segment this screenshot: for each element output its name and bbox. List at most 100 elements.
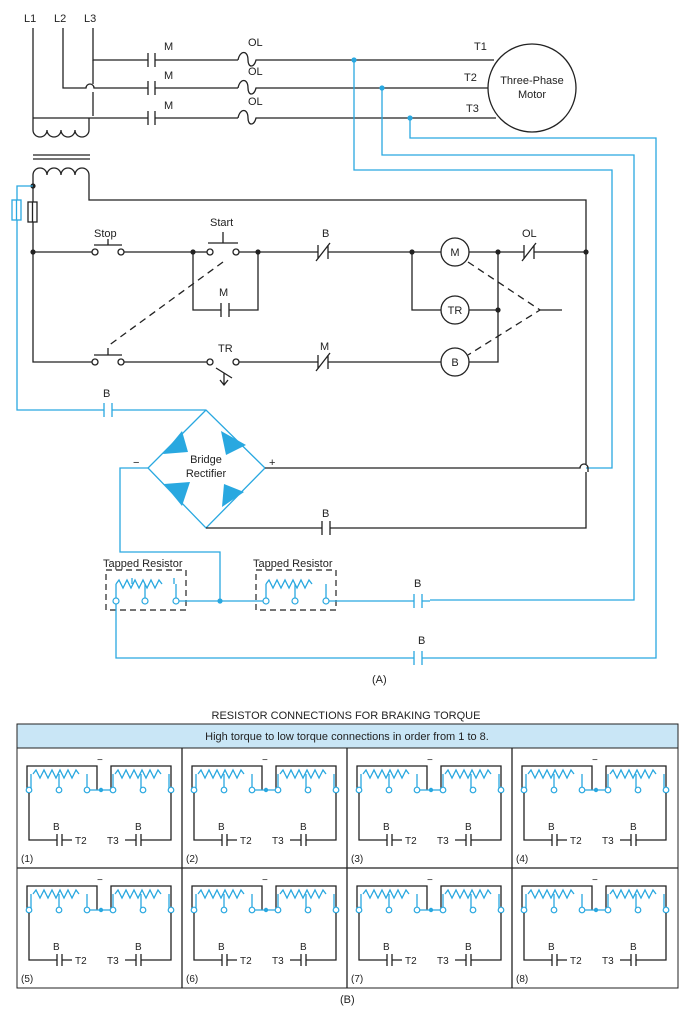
supply-lines — [32, 28, 587, 252]
overloads-power: OL OL OL — [237, 37, 486, 125]
caption-a: (A) — [372, 674, 387, 686]
cell-t2-label: T2 — [240, 956, 252, 967]
cell-minus-label: − — [262, 875, 268, 886]
cell-minus-label: − — [97, 875, 103, 886]
cell-t2-label: T2 — [240, 836, 252, 847]
power-m-label-1: M — [164, 41, 173, 53]
label-l2: L2 — [54, 13, 66, 25]
cell-t3-label: T3 — [602, 956, 614, 967]
cell-b-label: B — [383, 822, 390, 833]
b-contact-t2-label: B — [414, 578, 421, 590]
cell-t3-label: T3 — [602, 836, 614, 847]
cell-b-label: B — [465, 942, 472, 953]
cell-minus-label: − — [262, 755, 268, 766]
dc-wiring: B — [119, 365, 589, 600]
power-ol-label-1: OL — [248, 37, 263, 49]
bridge-label-1: Bridge — [190, 454, 222, 466]
cell-t3-label: T3 — [437, 836, 449, 847]
cell-b-label: B — [53, 822, 60, 833]
tr-branch: TR — [411, 252, 501, 325]
power-m-label-3: M — [164, 100, 173, 112]
motor: Three-Phase Motor T1 T2 T3 — [464, 41, 577, 133]
cell-t2-label: T2 — [75, 836, 87, 847]
panel-subtitle: High torque to low torque connections in… — [205, 731, 489, 743]
cell-b-label: B — [300, 822, 307, 833]
power-ol-label-2: OL — [248, 66, 263, 78]
cell-t2-label: T2 — [75, 956, 87, 967]
coil-tr: TR — [448, 305, 463, 317]
cell-t3-label: T3 — [437, 956, 449, 967]
cell-number: (3) — [351, 854, 363, 865]
cell-minus-label: − — [97, 755, 103, 766]
label-l1: L1 — [24, 13, 36, 25]
cell-t3-label: T3 — [272, 956, 284, 967]
coil-b: B — [451, 357, 458, 369]
seal-in-branch: M — [192, 252, 259, 317]
cell-minus-label: − — [427, 755, 433, 766]
control-fuses — [11, 183, 104, 411]
cell-minus-label: − — [592, 755, 598, 766]
cell-t2-label: T2 — [405, 956, 417, 967]
cell-b-label: B — [135, 822, 142, 833]
b-nc-top-label: B — [322, 228, 329, 240]
stop-label: Stop — [94, 228, 117, 240]
bridge-plus: + — [269, 457, 275, 469]
cell-number: (6) — [186, 974, 198, 985]
resistor-cell: − B T2 B T3 (3) — [351, 755, 505, 865]
tapped-resistor-2-label: Tapped Resistor — [253, 558, 333, 570]
bridge-label-2: Rectifier — [186, 468, 227, 480]
label-l3: L3 — [84, 13, 96, 25]
cell-number: (8) — [516, 974, 528, 985]
cell-b-label: B — [218, 942, 225, 953]
panel-title: RESISTOR CONNECTIONS FOR BRAKING TORQUE — [212, 710, 481, 722]
cell-number: (1) — [21, 854, 33, 865]
power-m-label-2: M — [164, 70, 173, 82]
tr-contact-label: TR — [218, 343, 233, 355]
cell-b-label: B — [53, 942, 60, 953]
start-label: Start — [210, 217, 233, 229]
cell-b-label: B — [465, 822, 472, 833]
power-ol-label-3: OL — [248, 96, 263, 108]
resistor-cell: − B T2 B T3 (6) — [186, 875, 340, 985]
cell-t2-label: T2 — [405, 836, 417, 847]
terminal-t1: T1 — [474, 41, 487, 53]
cell-b-label: B — [548, 942, 555, 953]
motor-label-1: Three-Phase — [500, 75, 564, 87]
cell-b-label: B — [300, 942, 307, 953]
cell-b-label: B — [135, 942, 142, 953]
cell-number: (4) — [516, 854, 528, 865]
tapped-resistor-1-label: Tapped Resistor — [103, 558, 183, 570]
control-rung-1: Stop Start B M OL — [30, 217, 589, 365]
cell-t3-label: T3 — [107, 956, 119, 967]
bridge-rectifier: Bridge Rectifier − + — [133, 431, 275, 507]
caption-b: (B) — [340, 994, 355, 1006]
mechanical-links — [107, 261, 562, 356]
tapped-resistors: Tapped Resistor Tapped Resistor B B — [103, 558, 430, 665]
cell-b-label: B — [548, 822, 555, 833]
control-rung-3: TR M B — [32, 252, 499, 387]
motor-label-2: Motor — [518, 89, 546, 101]
b-contact-lower-label: B — [322, 508, 329, 520]
cell-minus-label: − — [592, 875, 598, 886]
cell-t2-label: T2 — [570, 956, 582, 967]
terminal-t3: T3 — [466, 103, 479, 115]
cell-t3-label: T3 — [272, 836, 284, 847]
contacts-m-power: M M M — [147, 41, 238, 125]
cell-number: (5) — [21, 974, 33, 985]
cell-t2-label: T2 — [570, 836, 582, 847]
terminal-t2: T2 — [464, 72, 477, 84]
bridge-minus: − — [133, 457, 139, 469]
ol-control-label: OL — [522, 228, 537, 240]
cell-b-label: B — [383, 942, 390, 953]
cell-minus-label: − — [427, 875, 433, 886]
resistor-cell: − B T2 B T3 (5) — [21, 875, 175, 985]
line-labels: L1 L2 L3 — [24, 13, 96, 25]
braking-leads — [351, 57, 657, 659]
b-contact-t3-label: B — [418, 635, 425, 647]
b-contact-left-label: B — [103, 388, 110, 400]
